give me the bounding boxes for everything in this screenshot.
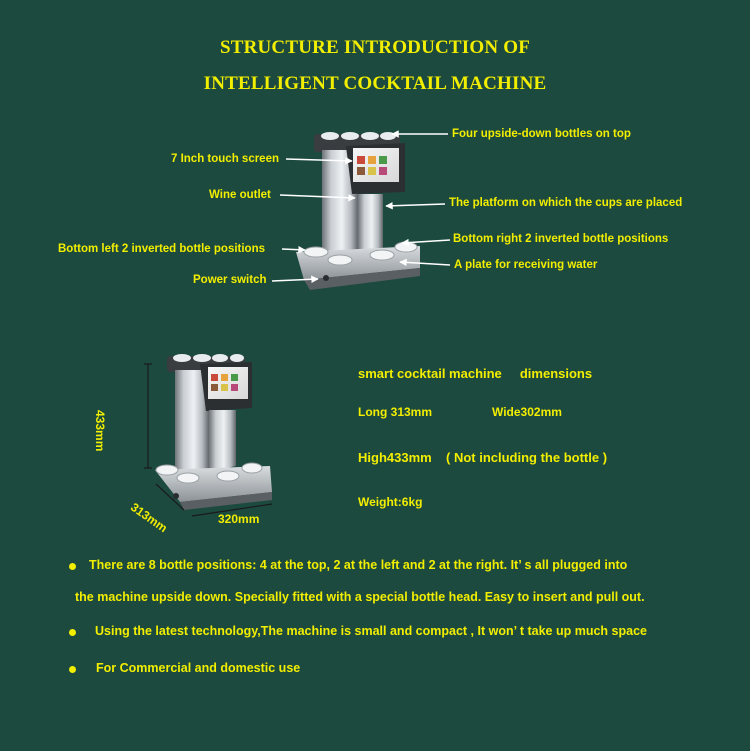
dimensions-heading: smart cocktail machine dimensions [358,366,593,381]
bullet-dot-2 [69,629,76,636]
dimension-weight: Weight:6kg [358,495,423,509]
callout-platform: The platform on which the cups are place… [449,197,683,209]
feature-1-line-2: the machine upside down. Specially fitte… [75,590,645,604]
feature-1-line-1: There are 8 bottle positions: 4 at the t… [89,558,628,572]
callout-water-plate: A plate for receiving water [454,259,598,271]
callout-bottom-right: Bottom right 2 inverted bottle positions [453,233,669,245]
dimension-high-note: ( Not including the bottle ) [446,450,608,465]
width-label: 320mm [218,512,260,526]
callout-power-switch: Power switch [193,274,267,286]
dimension-machine [155,354,272,510]
callout-touch-screen: 7 Inch touch screen [171,153,280,165]
dimension-long: Long 313mm [358,405,433,419]
callout-arrows [271,130,451,284]
top-machine [296,132,420,290]
title-line-2: INTELLIGENT COCKTAIL MACHINE [203,73,547,94]
dimension-high: High433mm [358,450,432,465]
callout-wine-outlet: Wine outlet [209,189,271,201]
callout-bottom-left: Bottom left 2 inverted bottle positions [58,243,266,255]
feature-2: Using the latest technology,The machine … [95,624,647,638]
dimension-lines [144,363,273,517]
height-label: 433mm [93,410,107,452]
bullet-dot-1 [69,563,76,570]
title-line-1: STRUCTURE INTRODUCTION OF [219,37,531,58]
dimension-wide: Wide302mm [492,405,562,419]
bullet-dot-3 [69,666,76,673]
feature-3: For Commercial and domestic use [96,661,301,675]
callout-four-bottles: Four upside-down bottles on top [452,128,631,140]
